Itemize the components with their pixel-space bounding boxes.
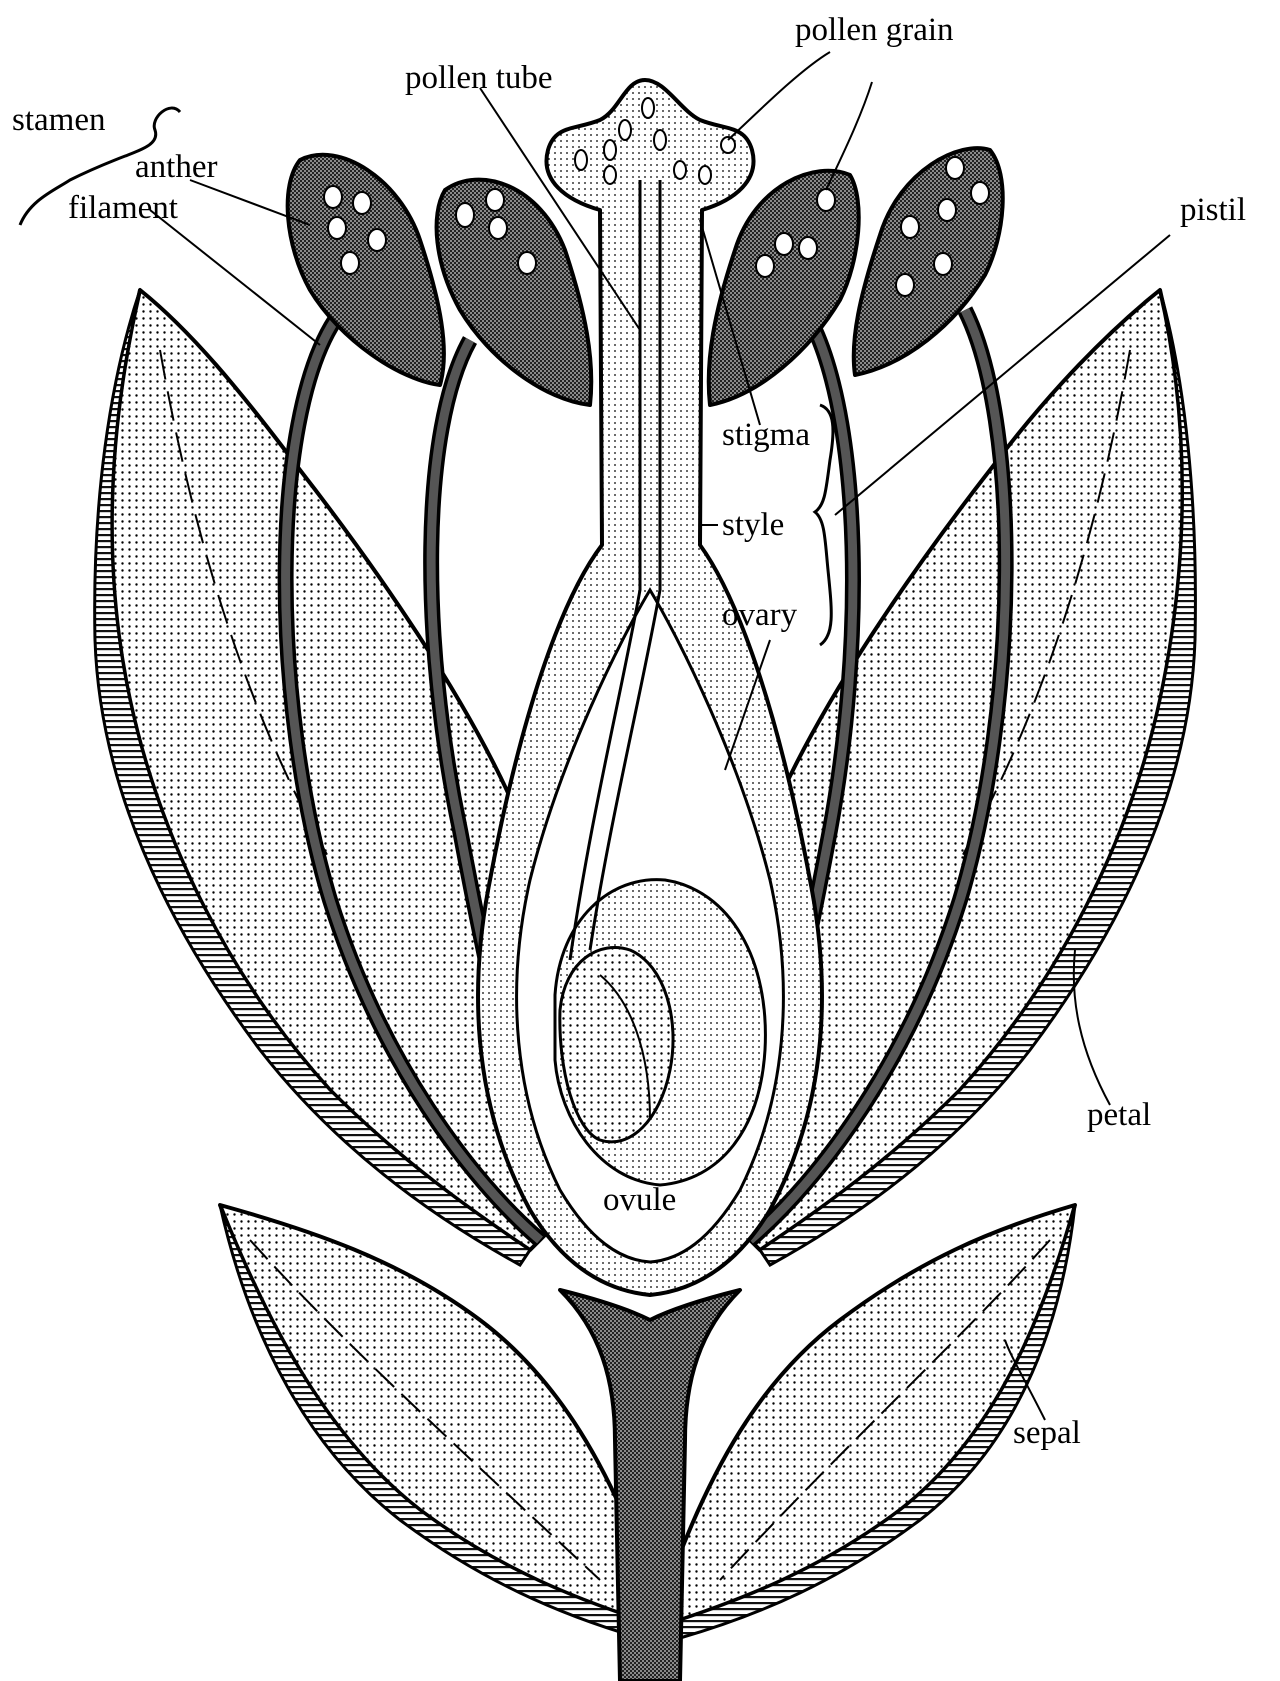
label-anther: anther bbox=[135, 149, 217, 185]
label-filament: filament bbox=[68, 190, 178, 226]
label-pollen-grain: pollen grain bbox=[795, 12, 954, 48]
label-pistil: pistil bbox=[1180, 192, 1246, 228]
label-sepal: sepal bbox=[1013, 1415, 1081, 1451]
label-petal: petal bbox=[1087, 1097, 1151, 1133]
label-pollen-tube: pollen tube bbox=[405, 60, 553, 96]
label-style: style bbox=[722, 507, 784, 543]
petal-left bbox=[95, 290, 560, 1265]
label-ovule: ovule bbox=[603, 1182, 676, 1218]
label-stigma: stigma bbox=[722, 417, 810, 453]
label-stamen: stamen bbox=[12, 102, 105, 138]
label-ovary: ovary bbox=[722, 597, 798, 633]
